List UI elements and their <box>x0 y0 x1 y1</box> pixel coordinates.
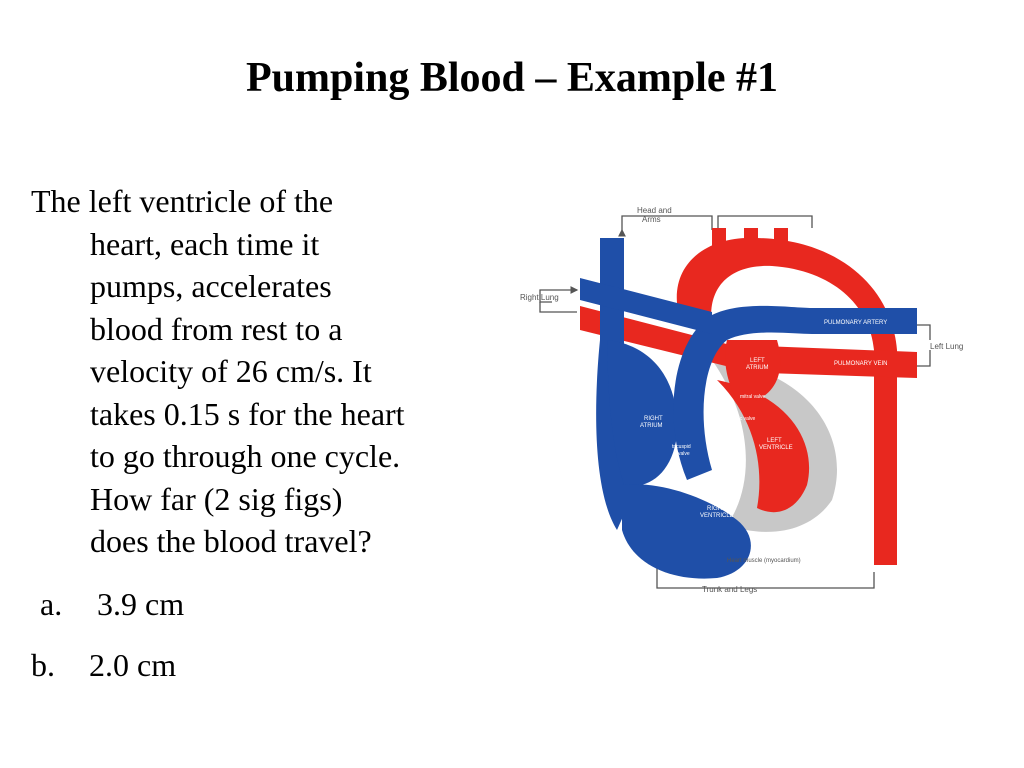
label-pulmonary-vein: PULMONARY VEIN <box>834 361 887 367</box>
aortic-branch <box>744 228 758 248</box>
label-aorta: AORTA <box>744 274 764 280</box>
label-pulmonary-artery: PULMONARY ARTERY <box>824 320 887 326</box>
right-atrium <box>607 340 678 486</box>
question-line: to go through one cycle. <box>90 438 401 474</box>
choice-letter: a. <box>40 586 63 622</box>
question-text: The left ventricle of the heart, each ti… <box>31 180 501 563</box>
inner-labels: AORTA to all parts of body PULMONARY ART… <box>640 274 887 519</box>
aorta <box>676 237 897 566</box>
question-line: How far (2 sig figs) <box>90 480 343 517</box>
label-tricuspid-valve: tricuspid <box>672 444 691 450</box>
label-aorta: to all parts of body <box>730 282 779 288</box>
label-head-arms: Arms <box>642 215 661 224</box>
choice-letter: b. <box>31 647 55 683</box>
question-line: pumps, accelerates <box>90 268 332 304</box>
question-line: does the blood travel? <box>90 523 372 559</box>
label-left-atrium: LEFT <box>750 358 765 364</box>
label-right-lung: Right Lung <box>520 293 559 302</box>
choice-text: 2.0 cm <box>89 647 177 683</box>
circulation-arrows <box>539 215 931 589</box>
aortic-branch <box>774 228 788 248</box>
aortic-branch <box>712 228 726 248</box>
right-pulmonary-artery <box>580 278 712 334</box>
label-right-atrium: RIGHT <box>644 416 663 422</box>
question-line: takes 0.15 s for the heart <box>90 395 405 432</box>
label-right-atrium: ATRIUM <box>640 423 663 429</box>
label-head-arms: Head and <box>637 206 672 215</box>
label-heart-muscle: Heart muscle (myocardium) <box>727 558 801 564</box>
label-right-ventricle: VENTRICLE <box>700 513 734 519</box>
label-right-ventricle: RIGHT <box>707 506 726 512</box>
heart-diagram: Head and Arms Right Lung Left Lung Heart… <box>512 200 982 610</box>
label-left-ventricle: VENTRICLE <box>759 445 793 451</box>
question-line: The left ventricle of the <box>31 183 334 219</box>
pulmonary-artery <box>673 305 917 480</box>
left-atrium <box>725 340 781 405</box>
question-line: blood from rest to a <box>90 310 343 347</box>
label-left-lung: Left Lung <box>930 342 963 351</box>
choice-text: 3.9 cm <box>97 586 185 622</box>
left-ventricle <box>717 380 810 513</box>
left-pulmonary-vein <box>737 345 917 378</box>
label-tricuspid-valve: valve <box>678 451 690 457</box>
question-line: heart, each time it <box>90 225 320 262</box>
label-mitral-valve: mitral valve <box>740 394 766 400</box>
label-left-ventricle: LEFT <box>767 438 782 444</box>
slide-title: Pumping Blood – Example #1 <box>245 55 779 101</box>
label-left-atrium: ATRIUM <box>746 365 769 371</box>
outer-labels: Head and Arms Right Lung Left Lung Heart… <box>520 206 963 594</box>
right-ventricle <box>622 484 751 579</box>
label-trunk-legs: Trunk and Legs <box>702 585 757 594</box>
heart-diagram-svg: Head and Arms Right Lung Left Lung Heart… <box>520 206 963 594</box>
question-line: velocity of 26 cm/s. It <box>90 353 372 389</box>
label-aortic-valve: aortic valve <box>730 416 756 422</box>
